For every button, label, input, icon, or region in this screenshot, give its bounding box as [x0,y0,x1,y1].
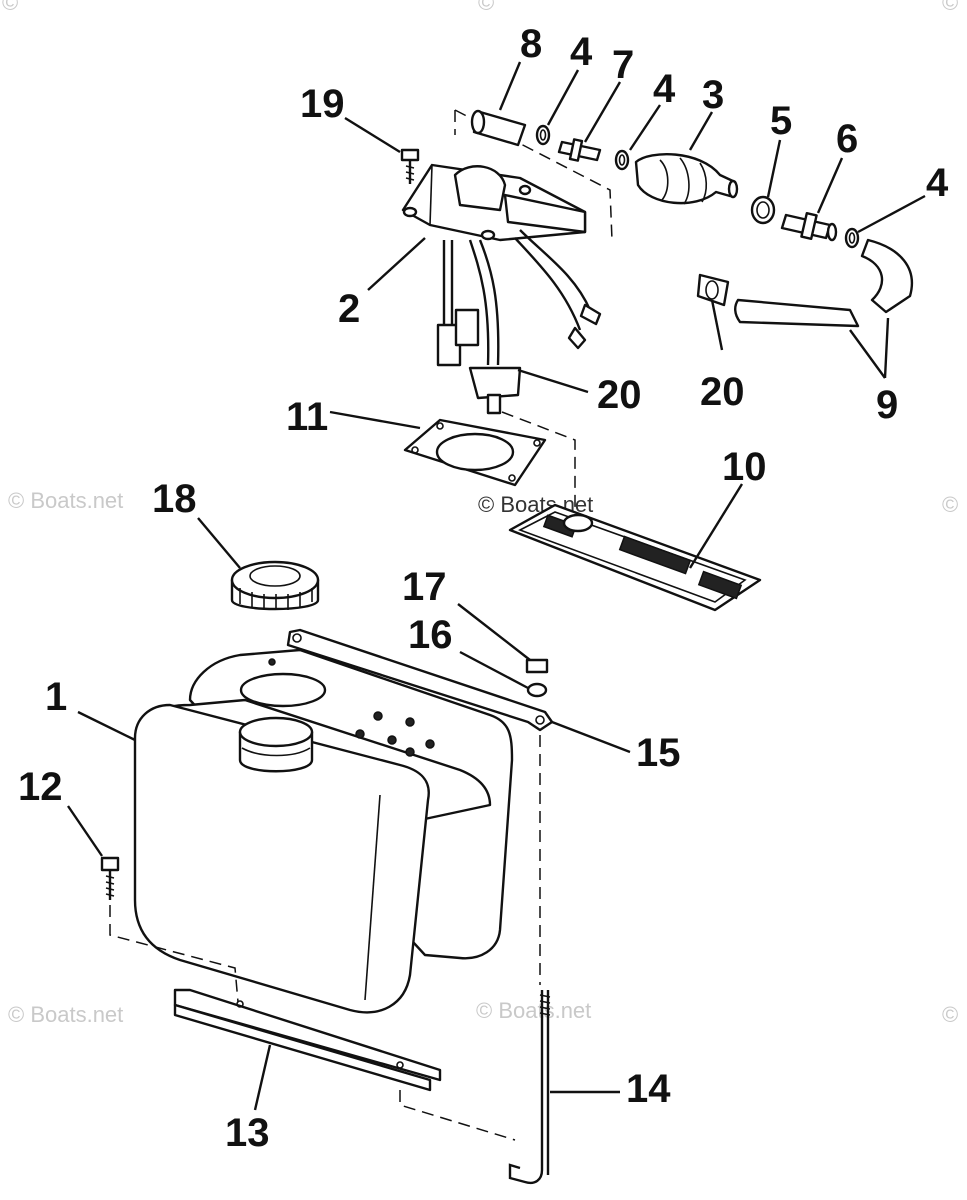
leader-15 [551,720,631,754]
callout-4-c: 4 [926,161,949,205]
part-2-pickup-assembly [401,163,602,415]
part-8-hose-sleeve [470,109,527,147]
part-5-hose-clamp [750,195,776,225]
phantom-line-bracket [399,1090,516,1141]
leader-11 [329,410,421,430]
leader-5 [766,139,782,198]
watermark-top-left: © [2,0,18,15]
callout-1: 1 [45,675,67,719]
callout-16: 16 [408,613,453,657]
watermark-mid-bottom: © Boats.net [476,998,591,1023]
callout-4-a: 4 [570,30,593,74]
callout-17: 17 [402,565,447,609]
part-12-bolt [100,856,120,900]
leader-4a [546,69,580,126]
callout-13: 13 [225,1111,270,1155]
leader-2 [367,237,426,291]
part-19-screw [400,148,420,184]
callout-2: 2 [338,287,360,331]
part-13-bracket [173,988,442,1092]
leader-1 [77,710,136,742]
watermark-right-mid: © [942,492,958,517]
leader-13 [253,1044,272,1111]
part-4-clip-a [535,124,551,146]
part-4-clip-c [844,227,860,249]
watermark-left-bottom: © Boats.net [8,1002,123,1027]
phantom-line-bolt [109,905,239,1003]
callout-20-a: 20 [597,373,642,417]
leader-9 [849,317,890,379]
leader-8 [498,61,522,111]
part-10-plate [508,503,762,612]
part-17-nut [525,658,549,674]
part-7-connector [557,138,602,162]
part-18-fuel-cap [230,560,320,611]
callout-4-b: 4 [653,67,676,111]
callout-20-b: 20 [700,370,745,414]
callout-14: 14 [626,1067,671,1111]
leader-3 [688,111,714,151]
callout-19: 19 [300,82,345,126]
leader-16 [459,650,529,690]
leader-10 [688,483,744,569]
leader-19 [344,116,401,154]
part-16-washer [526,682,548,698]
watermark-top-right: © [942,0,958,15]
part-20-clamp-right [696,273,730,307]
leader-4c [857,194,926,234]
part-4-clip-b [614,149,630,171]
callout-11: 11 [286,395,328,439]
leader-20b [710,299,724,351]
callout-9: 9 [876,383,898,427]
leader-6 [816,157,844,214]
leader-17 [457,603,531,661]
part-15-strap [286,628,554,732]
callout-10: 10 [722,445,767,489]
leader-7 [583,81,622,143]
callout-7: 7 [612,43,634,87]
watermark-top-mid: © [478,0,494,15]
callout-5: 5 [770,99,792,143]
callout-6: 6 [836,117,858,161]
part-6-fitting [780,211,838,242]
watermark-left-mid: © Boats.net [8,488,123,513]
leader-12 [67,805,103,857]
callout-12: 12 [18,765,63,809]
part-3-primer-bulb [634,153,739,205]
watermark-right-bottom: © [942,1002,958,1027]
part-11-gasket [403,418,547,487]
callout-18: 18 [152,477,197,521]
part-9-fuel-hoses [734,238,913,328]
leader-4b [629,104,661,151]
leader-20a [517,368,589,394]
callout-8: 8 [520,22,542,66]
leader-18 [197,517,241,569]
part-14-hold-down-rod [508,990,551,1184]
phantom-line-gasket [501,411,576,520]
part-1-fuel-tank [133,648,514,1014]
callout-15: 15 [636,731,681,775]
callout-3: 3 [702,73,724,117]
